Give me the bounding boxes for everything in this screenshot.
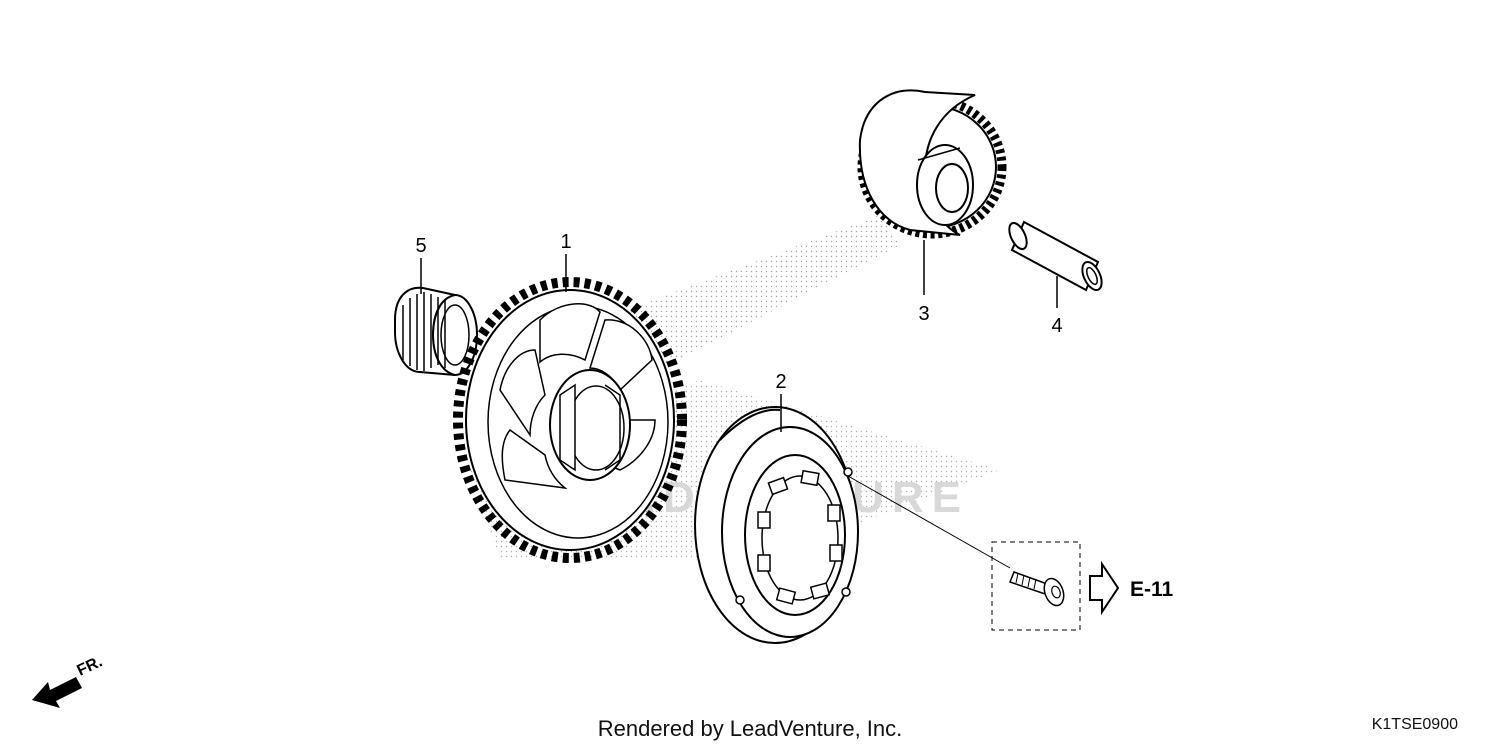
bolt-detail-box[interactable]	[991, 541, 1081, 631]
callout-5: 5	[415, 235, 426, 257]
callout-4: 4	[1051, 315, 1062, 337]
reference-label[interactable]: E-11	[1130, 578, 1174, 601]
callout-2: 2	[775, 371, 786, 393]
callout-leaders	[420, 240, 1058, 432]
part-2-one-way-clutch[interactable]	[694, 406, 859, 644]
footer-credit: Rendered by LeadVenture, Inc.	[597, 716, 903, 741]
part-5-needle-bearing[interactable]	[394, 286, 478, 376]
callout-1: 1	[560, 231, 571, 253]
front-label: FR.	[75, 653, 106, 679]
bolt-leader-line	[847, 475, 1011, 569]
part-4-shaft[interactable]	[1006, 220, 1106, 293]
front-direction-indicator: FR.	[32, 653, 105, 708]
part-1-starter-driven-gear[interactable]	[453, 277, 687, 563]
callout-3: 3	[918, 303, 929, 325]
diagram-code: K1TSE0900	[1371, 716, 1458, 733]
reference-arrow[interactable]: E-11	[1089, 560, 1174, 616]
part-3-idle-gear[interactable]	[857, 89, 1007, 239]
front-arrow-icon	[32, 677, 82, 708]
